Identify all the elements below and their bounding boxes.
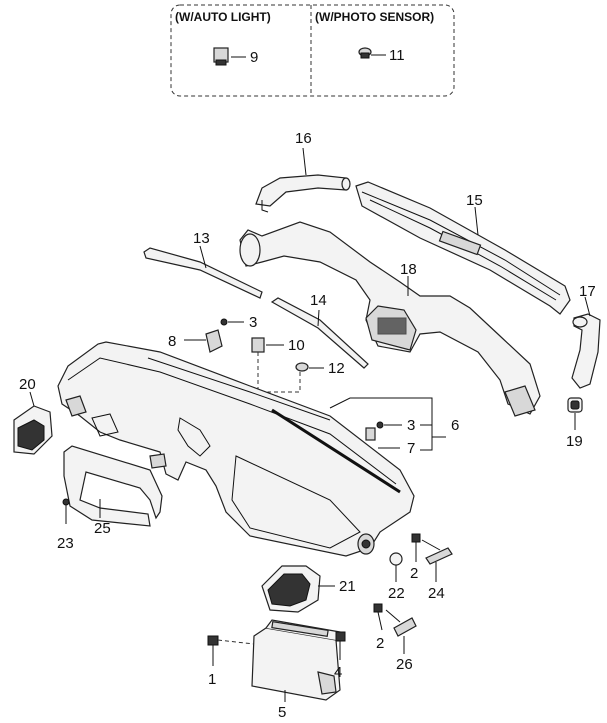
defroster-nozzle-15 <box>355 181 571 315</box>
bolt-1 <box>207 635 255 666</box>
callout-23: 23 <box>57 535 74 552</box>
leader-17 <box>584 296 591 317</box>
nut-4 <box>335 631 346 660</box>
screw-2-lower <box>373 603 383 631</box>
grommet-22 <box>389 552 403 566</box>
screw-2-upper <box>411 533 421 562</box>
side-duct-17 <box>571 313 601 389</box>
leader-14 <box>317 309 320 327</box>
screw-3-upper <box>220 318 244 326</box>
callout-17: 17 <box>579 283 596 300</box>
option-inset: (W/AUTO LIGHT) (W/PHOTO SENSOR) 9 11 <box>170 4 455 97</box>
callout-25: 25 <box>94 520 111 537</box>
main-duct-18 <box>239 221 541 417</box>
callout-16: 16 <box>295 130 312 147</box>
callout-20: 20 <box>19 376 36 393</box>
bracket-24 <box>421 539 453 582</box>
callout-14: 14 <box>310 292 327 309</box>
center-vent-21 <box>261 565 321 613</box>
callout-1: 1 <box>208 671 216 688</box>
callout-12: 12 <box>328 360 345 377</box>
airbag-module-5 <box>251 619 341 701</box>
callout-19: 19 <box>566 433 583 450</box>
callout-10: 10 <box>288 337 305 354</box>
callout-13: 13 <box>193 230 210 247</box>
inset-border <box>170 4 455 97</box>
clip-7 <box>365 427 400 449</box>
callout-2-lower: 2 <box>376 635 384 652</box>
bracket-6-7 <box>420 424 446 451</box>
callout-4: 4 <box>334 664 342 681</box>
trim-strip-14 <box>270 297 369 369</box>
sensor-12 <box>295 362 324 372</box>
side-vent-20 <box>13 405 53 455</box>
callout-6: 6 <box>451 417 459 434</box>
callout-3-lower: 3 <box>407 417 415 434</box>
photo-sensor-part <box>358 47 386 59</box>
crash-pad-main-panel <box>57 341 415 557</box>
bracket-8 <box>184 329 223 353</box>
callout-3-upper: 3 <box>249 314 257 331</box>
bracket-26 <box>385 609 417 654</box>
callout-15: 15 <box>466 192 483 209</box>
callout-26: 26 <box>396 656 413 673</box>
auto-light-sensor-part <box>213 47 246 66</box>
leader-15 <box>474 206 479 236</box>
leader-16 <box>302 147 307 176</box>
callout-24: 24 <box>428 585 445 602</box>
leader-20 <box>29 391 35 407</box>
clip-10 <box>251 337 284 353</box>
duct-16 <box>255 174 351 213</box>
screw-23 <box>62 498 70 524</box>
screw-3-lower <box>376 421 402 429</box>
callout-21: 21 <box>339 578 356 595</box>
inset-left-header: (W/AUTO LIGHT) <box>175 10 271 24</box>
callout-7: 7 <box>407 440 415 457</box>
callout-18: 18 <box>400 261 417 278</box>
callout-9: 9 <box>250 49 258 66</box>
leader-13 <box>199 245 207 269</box>
callout-5: 5 <box>278 704 286 721</box>
leader-6 <box>329 397 433 425</box>
callout-22: 22 <box>388 585 405 602</box>
inset-right-header: (W/PHOTO SENSOR) <box>315 10 434 24</box>
trim-strip-13 <box>143 247 263 299</box>
callout-2-upper: 2 <box>410 565 418 582</box>
duct-cap-19 <box>567 397 583 413</box>
callout-8: 8 <box>168 333 176 350</box>
callout-11: 11 <box>389 47 405 64</box>
cluster-garnish-25 <box>63 445 163 527</box>
